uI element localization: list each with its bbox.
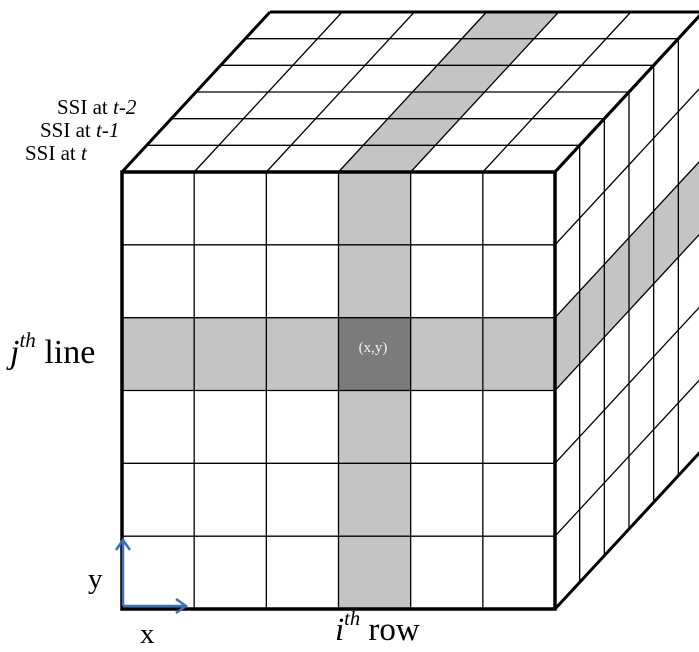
center-cell (338, 317, 411, 391)
side-highlight-band (555, 161, 699, 391)
layer-label-t-1: SSI at t-1 (40, 118, 120, 142)
front-face (120, 170, 557, 611)
top-face (120, 10, 699, 174)
y-arrowhead (114, 537, 132, 551)
layer-label-t-2: SSI at t-2 (57, 95, 137, 119)
row-label: ith row (335, 607, 420, 648)
xy-axes (114, 537, 189, 615)
front-border (120, 170, 557, 611)
line-label: jth line (10, 328, 96, 371)
axis-label-x: x (140, 618, 155, 650)
center-cell-label: (x,y) (359, 340, 388, 356)
axis-label-y: y (88, 563, 103, 595)
side-grid-line (553, 451, 699, 611)
layer-label-t: SSI at t (25, 141, 87, 165)
x-arrowhead (175, 597, 189, 615)
side-face (553, 14, 699, 611)
side-grid-line (554, 379, 699, 537)
